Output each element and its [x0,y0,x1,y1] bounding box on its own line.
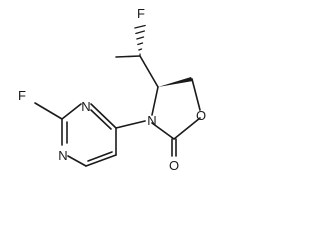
oxazolidinone-ring [151,77,201,157]
hashed-bond-ch-f [134,24,146,57]
bond-c4-n3 [90,103,117,129]
bond-ch-ring [139,55,159,88]
fluoroethyl-group [115,24,159,88]
bond-ch-methyl [115,55,141,58]
atom-f-ring: F [18,88,26,103]
atom-o-carbonyl: O [169,158,179,173]
pyrimidine-ring [34,102,117,167]
bond-n3-c2 [61,103,82,120]
atom-n-pyrimidine-upper: N [81,99,90,114]
bond-c6-c5-inner [87,151,113,162]
bond-carbonyl-c-n [151,122,175,140]
bond-n-pyrimidine [115,120,146,129]
atom-o-ring: O [196,108,206,123]
bond-c2-f [34,102,63,120]
bond-o-carbonyl-c [173,117,201,140]
atom-f-top: F [137,6,145,21]
wedge-bond-c4-ch2 [158,77,193,87]
bond-c6-c5 [85,154,117,167]
atom-n-oxazolidinone: N [147,113,156,128]
bond-ch2-o [191,78,201,111]
atom-n-pyrimidine-lower: N [58,148,67,163]
bond-n-c4 [151,86,159,116]
bond-c4-n3-inner [90,109,112,130]
molecule-structure: F F N N N O O [18,6,206,173]
bond-n1-c6 [67,155,87,167]
